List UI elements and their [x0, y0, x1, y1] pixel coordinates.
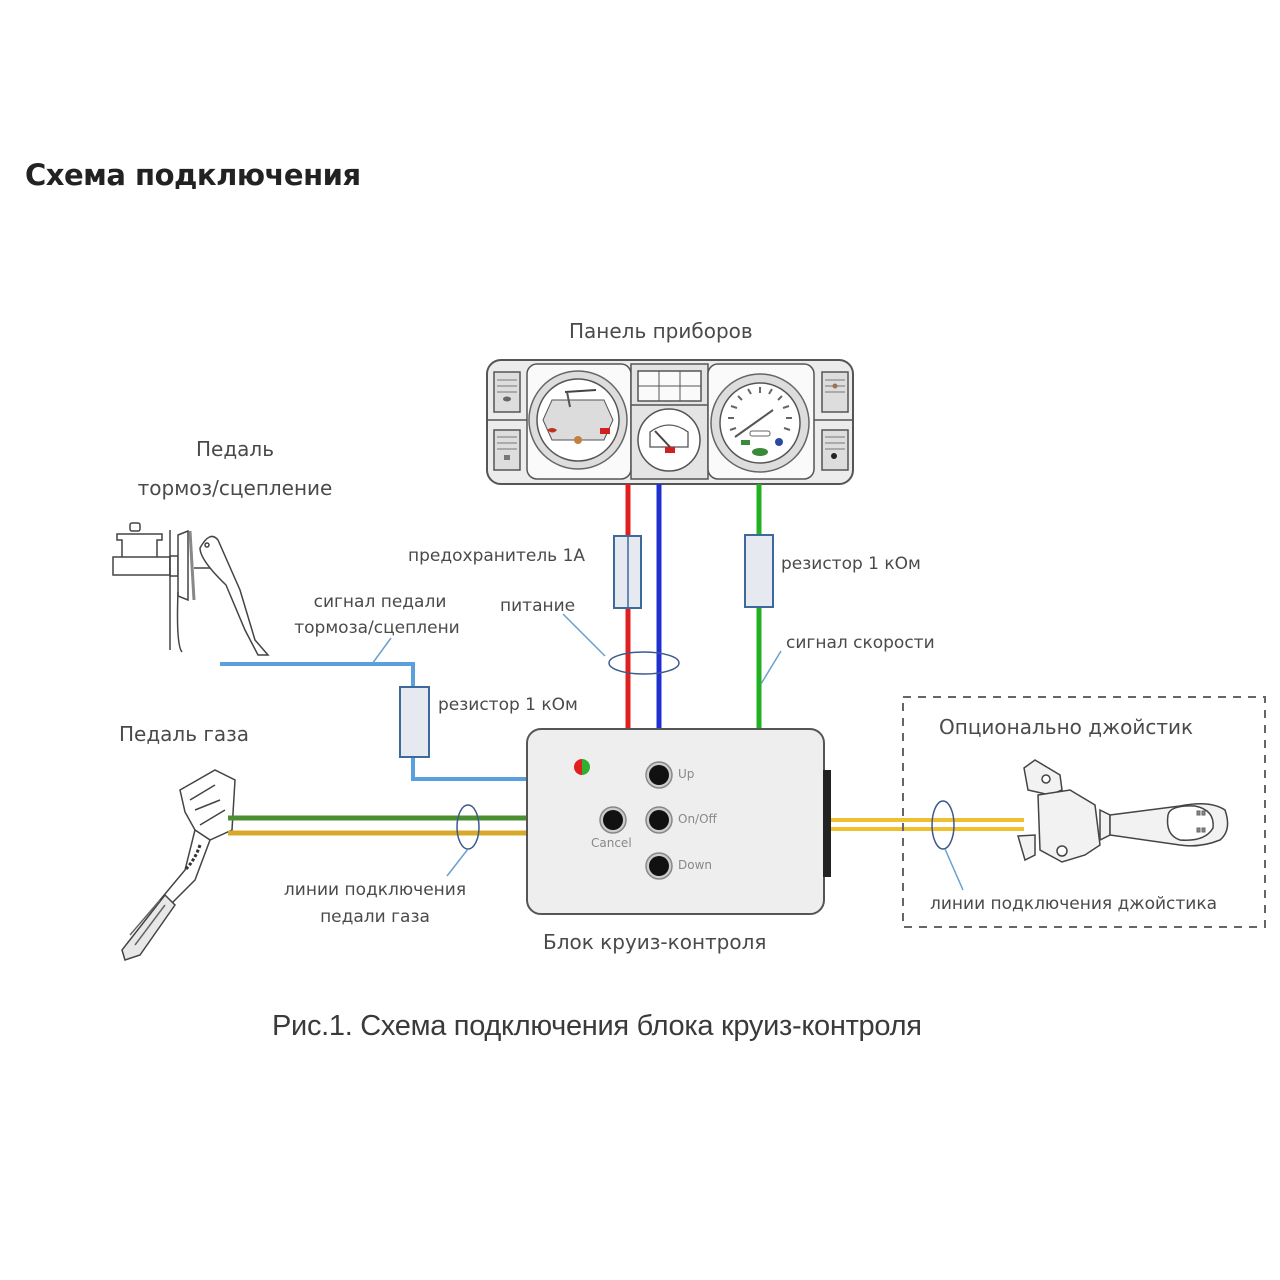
- button-on-off[interactable]: [645, 806, 673, 834]
- speed-signal-label: сигнал скорости: [786, 633, 935, 653]
- button-down[interactable]: [645, 852, 673, 880]
- wire-brake: [220, 662, 415, 690]
- page-title: Схема подключения: [25, 158, 361, 192]
- brake-signal-label-line2: тормоза/сцеплени: [294, 618, 460, 638]
- gas-pedal-label: Педаль газа: [119, 722, 250, 746]
- instrument-panel-label: Панель приборов: [569, 319, 753, 343]
- cruise-unit-label: Блок круиз-контроля: [543, 930, 767, 954]
- gas-lines-label-line2: педали газа: [320, 907, 430, 927]
- button-down-label: Down: [678, 858, 713, 872]
- resistor-brake: [399, 686, 430, 758]
- joystick-label: Опционально джойстик: [939, 715, 1194, 739]
- resistor-speed-label: резистор 1 кОм: [781, 554, 921, 574]
- brake-signal-label-line1: сигнал педали: [313, 592, 447, 612]
- joystick-optional-frame: [902, 696, 1266, 928]
- fuse: [613, 535, 642, 609]
- brake-pedal-illustration: [112, 522, 270, 656]
- resistor-speed: [744, 534, 774, 608]
- power-label: питание: [500, 596, 576, 616]
- figure-caption: Рис.1. Схема подключения блока круиз-кон…: [272, 1010, 922, 1042]
- button-cancel-label: Cancel: [591, 836, 632, 850]
- button-on-off-label: On/Off: [678, 812, 717, 826]
- status-led-green: [582, 759, 590, 775]
- joystick-bundle-marker: [931, 800, 955, 850]
- joystick-illustration: [1017, 759, 1229, 863]
- joystick-lines-label: линии подключения джойстика: [930, 894, 1218, 914]
- fuse-label: предохранитель 1А: [408, 546, 586, 566]
- instrument-panel: [486, 359, 854, 485]
- brake-pedal-label-line2: тормоз/сцепление: [137, 476, 333, 500]
- status-led-red: [574, 759, 582, 775]
- gas-lines-label-line1: линии подключения: [283, 880, 467, 900]
- button-up-label: Up: [678, 767, 695, 781]
- power-bundle-marker: [608, 651, 680, 675]
- brake-pedal-label-line1: Педаль: [196, 437, 274, 461]
- gas-bundle-marker: [456, 804, 480, 850]
- resistor-brake-label: резистор 1 кОм: [438, 695, 578, 715]
- button-cancel[interactable]: [599, 806, 627, 834]
- button-up[interactable]: [645, 761, 673, 789]
- cruise-control-unit: [526, 728, 831, 915]
- gas-pedal-illustration: [121, 769, 236, 961]
